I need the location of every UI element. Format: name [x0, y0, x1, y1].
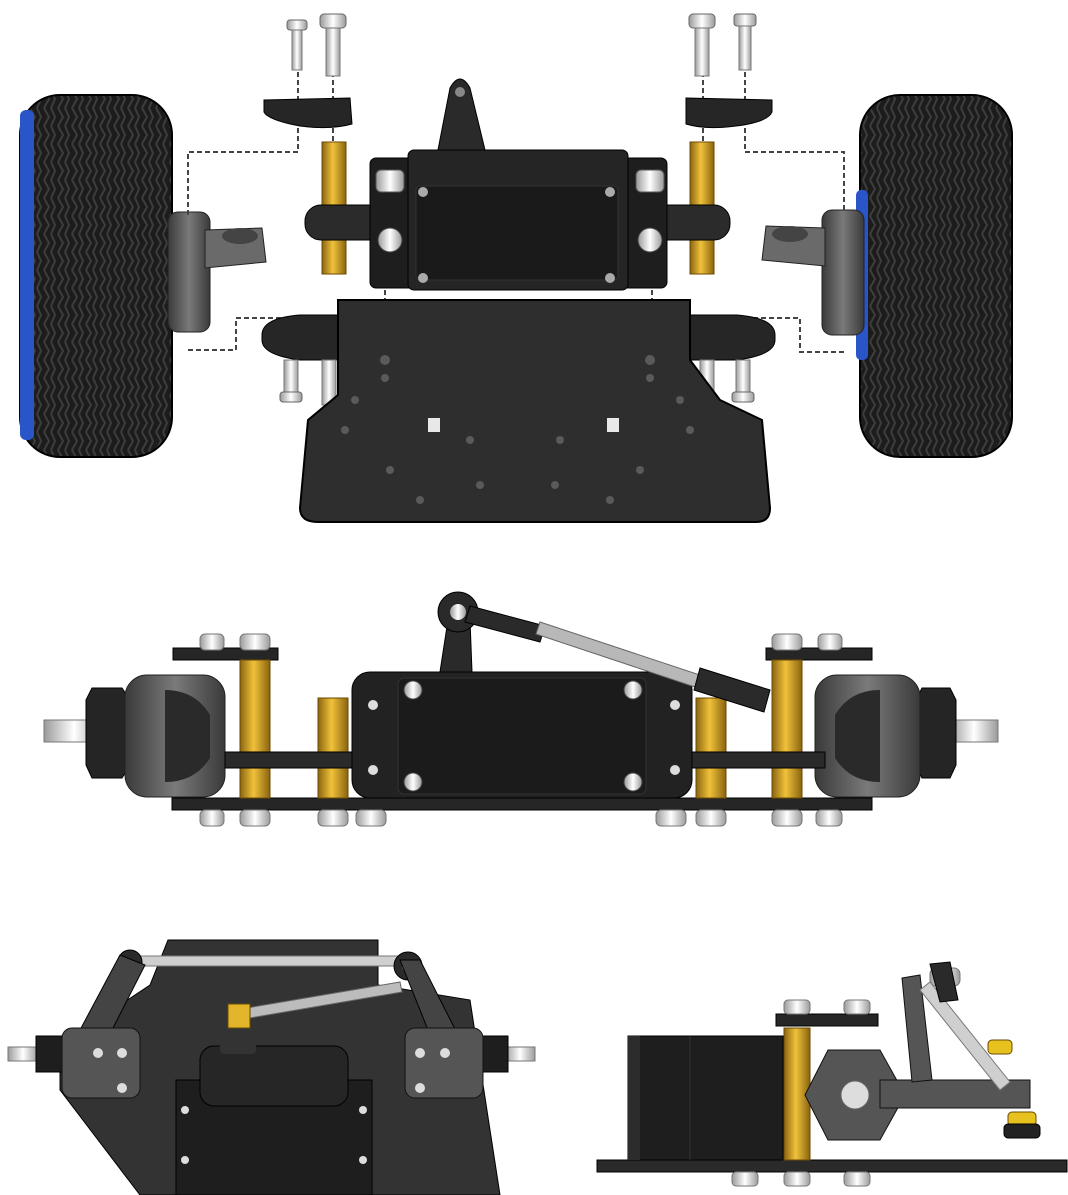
- chassis-plate: [298, 299, 772, 523]
- right-hex-nut: [915, 687, 957, 779]
- left-steering-knuckle: [167, 211, 267, 333]
- servo-mount-fin: [437, 78, 486, 151]
- chassis-holes: [341, 355, 694, 504]
- left-knuckle-front: [124, 674, 226, 798]
- right-knuckle-front: [814, 674, 921, 798]
- standoff-inner-right: [695, 697, 727, 799]
- right-steering-knuckle: [761, 209, 865, 336]
- left-hex-nut: [85, 687, 131, 779]
- side-servo: [627, 1035, 784, 1161]
- bottom-right-hub: [404, 1027, 484, 1099]
- right-wheel: [856, 94, 1013, 458]
- side-chassis-plate: [596, 1159, 1068, 1173]
- left-upper-arm: [263, 97, 353, 129]
- exploded-front-view: [19, 13, 1013, 523]
- upper-left-plate: [172, 647, 279, 661]
- side-upper-plate: [775, 1013, 879, 1027]
- bottom-left-hub: [61, 1027, 141, 1099]
- servo-assembly: [304, 149, 731, 291]
- standoff-outer-right: [771, 659, 803, 799]
- standoff-outer-left: [239, 659, 271, 799]
- bottom-chassis-plate: [171, 797, 873, 811]
- side-view: [596, 961, 1068, 1187]
- top-screw-heads: [199, 633, 843, 651]
- right-lower-arm: [679, 314, 776, 361]
- left-wheel: [19, 94, 173, 458]
- servo-front: [351, 671, 693, 799]
- side-knuckle: [804, 1049, 1031, 1141]
- right-axle: [949, 719, 999, 743]
- bottom-servo: [175, 1003, 373, 1195]
- standoff-inner-left: [317, 697, 349, 799]
- bottom-tie-rod: [129, 955, 411, 967]
- bottom-view: [7, 939, 536, 1195]
- upper-screws: [286, 13, 757, 77]
- assembled-front-view: [43, 591, 999, 827]
- bottom-screw-heads: [199, 809, 843, 827]
- servo-horn-linkage: [437, 591, 771, 713]
- side-steering-arm: [901, 961, 1041, 1139]
- right-upper-arm: [685, 97, 773, 129]
